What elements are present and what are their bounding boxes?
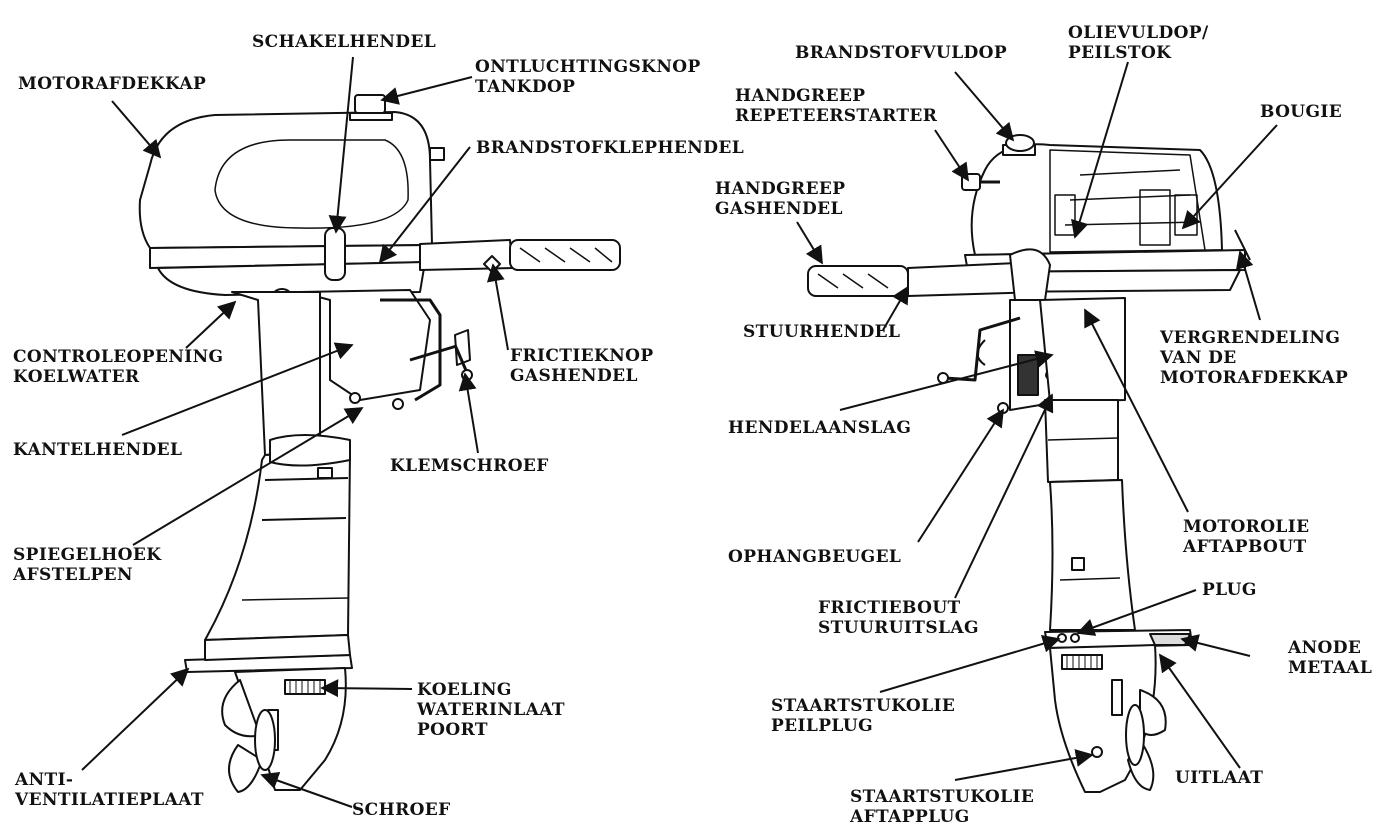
label-bougie: BOUGIE	[1260, 102, 1343, 122]
label-kantelhendel: KANTELHENDEL	[13, 440, 183, 460]
label-koeling-line3: POORT	[417, 720, 488, 740]
label-staartaftap-line2: AFTAPPLUG	[850, 807, 970, 827]
label-motorolie-aftapbout: MOTOROLIE AFTAPBOUT	[1183, 517, 1310, 557]
label-controleopening-line1: CONTROLEOPENING	[13, 347, 224, 367]
label-brandstofklephendel: BRANDSTOFKLEPHENDEL	[476, 138, 745, 158]
label-olievuldop-peilstok: OLIEVULDOP/ PEILSTOK	[1068, 23, 1209, 63]
label-frictiebout-stuuruitslag: FRICTIEBOUT STUURUITSLAG	[818, 598, 979, 638]
label-gasgreep-line2: GASHENDEL	[715, 199, 843, 219]
label-klemschroef: KLEMSCHROEF	[390, 456, 549, 476]
label-motorolie-line1: MOTOROLIE	[1183, 517, 1310, 537]
label-staartpeil-line1: STAARTSTUKOLIE	[771, 696, 956, 716]
label-anti-ventilatieplaat: ANTI- VENTILATIEPLAAT	[15, 770, 204, 810]
label-motorafdekkap: MOTORAFDEKKAP	[18, 74, 207, 94]
right-motor-drawing	[807, 134, 1251, 793]
label-frictieknop-gashendel: FRICTIEKNOP GASHENDEL	[510, 346, 654, 386]
label-vergrendeling-line1: VERGRENDELING	[1160, 328, 1341, 348]
label-repeteer-line1: HANDGREEP	[735, 86, 866, 106]
label-schakelhendel: SCHAKELHENDEL	[252, 32, 437, 52]
label-olievuldop-line2: PEILSTOK	[1068, 43, 1172, 63]
label-ontluchtingsknop-tankdop: ONTLUCHTINGSKNOP TANKDOP	[475, 57, 701, 97]
label-koeling-line1: KOELING	[417, 680, 512, 700]
label-anode-metaal: ANODE METAAL	[1288, 638, 1372, 678]
label-anti-line2: VENTILATIEPLAAT	[15, 790, 204, 810]
label-staartstukolie-aftapplug: STAARTSTUKOLIE AFTAPPLUG	[850, 787, 1034, 827]
leader-lines	[81, 56, 1278, 808]
label-ontluchtingsknop-line2: TANKDOP	[475, 77, 576, 97]
label-anti-line1: ANTI-	[15, 770, 74, 790]
label-spiegelhoek-afstelpen: SPIEGELHOEK AFSTELPEN	[13, 545, 161, 585]
label-gasgreep-line1: HANDGREEP	[715, 179, 846, 199]
label-frictiebout-line1: FRICTIEBOUT	[818, 598, 961, 618]
label-controleopening-line2: KOELWATER	[13, 367, 140, 387]
label-hendelaanslag: HENDELAANSLAG	[728, 418, 912, 438]
label-koeling-waterinlaat-poort: KOELING WATERINLAAT POORT	[417, 680, 565, 740]
label-olievuldop-line1: OLIEVULDOP/	[1068, 23, 1209, 43]
label-handgreep-repeteerstarter: HANDGREEP REPETEERSTARTER	[735, 86, 937, 126]
label-spiegelhoek-line1: SPIEGELHOEK	[13, 545, 162, 565]
label-brandstofvuldop: BRANDSTOFVULDOP	[795, 43, 1008, 63]
label-plug: PLUG	[1202, 580, 1257, 600]
label-schroef: SCHROEF	[352, 800, 451, 820]
label-repeteer-line2: REPETEERSTARTER	[735, 106, 938, 126]
label-staartaftap-line1: STAARTSTUKOLIE	[850, 787, 1035, 807]
left-motor-drawing	[138, 94, 621, 793]
label-anode-line2: METAAL	[1288, 658, 1373, 678]
label-koeling-line2: WATERINLAAT	[417, 700, 565, 720]
label-frictieknop-line2: GASHENDEL	[510, 366, 638, 386]
label-stuurhendel: STUURHENDEL	[743, 322, 901, 342]
label-motorolie-line2: AFTAPBOUT	[1183, 537, 1307, 557]
label-spiegelhoek-line2: AFSTELPEN	[13, 565, 133, 585]
label-vergrendeling-motorafdekkap: VERGRENDELING VAN DE MOTORAFDEKKAP	[1160, 328, 1348, 388]
label-controleopening-koelwater: CONTROLEOPENING KOELWATER	[13, 347, 223, 387]
label-vergrendeling-line2: VAN DE	[1160, 348, 1237, 368]
label-uitlaat: UITLAAT	[1175, 768, 1264, 788]
label-anode-line1: ANODE	[1288, 638, 1362, 658]
label-handgreep-gashendel: HANDGREEP GASHENDEL	[715, 179, 845, 219]
label-vergrendeling-line3: MOTORAFDEKKAP	[1160, 368, 1349, 388]
label-ontluchtingsknop-line1: ONTLUCHTINGSKNOP	[475, 57, 701, 77]
label-ophangbeugel: OPHANGBEUGEL	[728, 547, 902, 567]
label-frictieknop-line1: FRICTIEKNOP	[510, 346, 654, 366]
label-staartpeil-line2: PEILPLUG	[771, 716, 873, 736]
label-staartstukolie-peilplug: STAARTSTUKOLIE PEILPLUG	[771, 696, 955, 736]
label-frictiebout-line2: STUURUITSLAG	[818, 618, 979, 638]
